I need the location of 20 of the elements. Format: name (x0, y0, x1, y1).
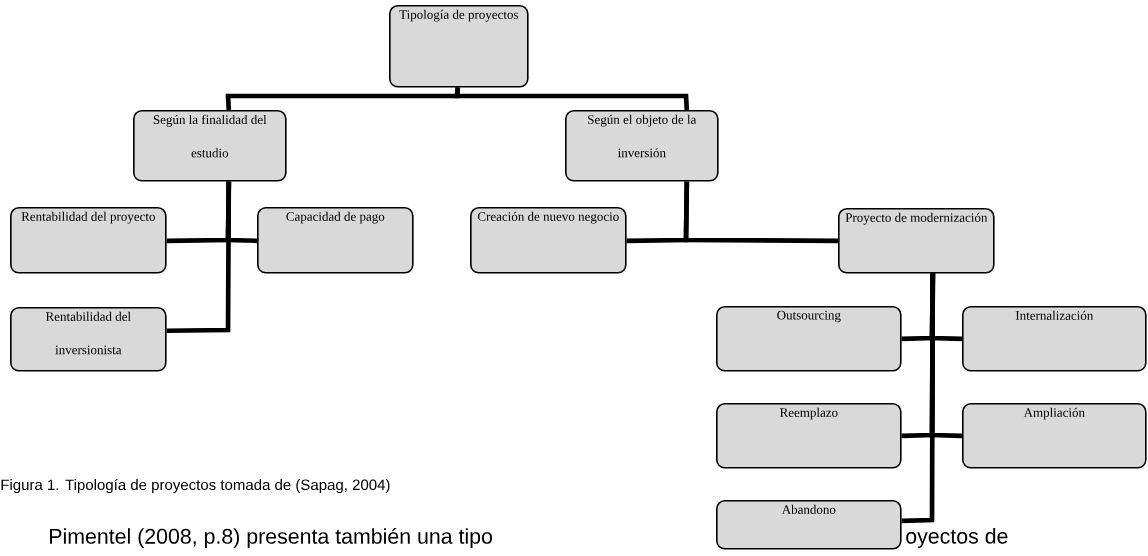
connector-line (683, 181, 839, 244)
process-box: Creación de nuevo negocio (470, 207, 627, 274)
process-box: Rentabilidad del proyecto (10, 207, 167, 274)
connector-line (166, 181, 232, 334)
connector-line (901, 273, 936, 524)
process-box: Reemplazo (716, 403, 902, 469)
process-box: Internalización (962, 306, 1147, 372)
connector-line (454, 87, 690, 111)
process-box: Ampliación (962, 403, 1147, 469)
process-box: Capacidad de pago (257, 207, 414, 274)
body-text: Pimentel (2008, p.8) presenta también una tipo (50, 527, 492, 549)
process-box: Tipología de proyectos (389, 5, 529, 88)
body-text: oyectos de (906, 528, 1008, 548)
process-box: Outsourcing (716, 306, 902, 372)
process-box: Abandono (716, 500, 902, 550)
process-box: Según la finalidad del estudio (133, 110, 287, 182)
figure-caption: Figura 1. Tipología de proyectos tomada de (Sapag, 2004) (1, 478, 390, 494)
process-box: Según el objeto de la inversión (565, 110, 719, 182)
process-box: Rentabilidad del inversionista (10, 307, 167, 372)
process-box: Proyecto de modernización (838, 208, 995, 274)
